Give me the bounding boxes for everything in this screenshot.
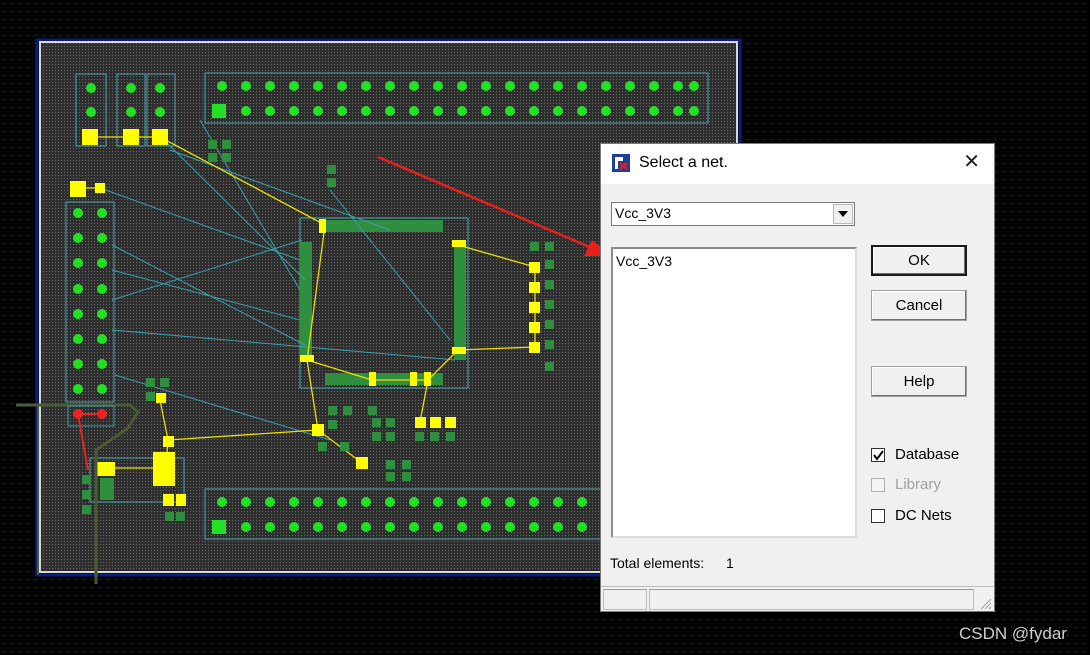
status-bar <box>601 586 994 612</box>
cancel-button[interactable]: Cancel <box>871 290 967 321</box>
status-cell-1 <box>603 589 647 610</box>
dialog-title: Select a net. <box>639 154 728 171</box>
protel-app-icon <box>612 154 630 172</box>
net-list[interactable]: Vcc_3V3 <box>611 247 857 538</box>
list-item[interactable]: Vcc_3V3 <box>616 253 673 269</box>
ic-body <box>300 220 466 385</box>
library-checkbox: Library <box>871 476 981 496</box>
dc-nets-checkbox-box[interactable] <box>871 509 885 523</box>
ok-button[interactable]: OK <box>871 245 967 276</box>
close-icon[interactable]: ✕ <box>963 151 980 173</box>
database-checkbox-box[interactable] <box>871 448 885 462</box>
watermark: CSDN @fydar <box>959 624 1067 643</box>
combo-dropdown-button[interactable] <box>833 204 853 224</box>
status-cell-2 <box>649 589 974 610</box>
dc-nets-checkbox[interactable]: DC Nets <box>871 507 981 527</box>
small-smd-pads <box>82 140 554 521</box>
yellow-pads <box>70 129 540 506</box>
help-button[interactable]: Help <box>871 366 967 397</box>
dialog-title-bar[interactable]: Select a net. ✕ <box>601 144 994 184</box>
total-elements-label: Total elements: <box>610 555 705 571</box>
dc-nets-checkbox-label: DC Nets <box>895 507 952 524</box>
component-outlines <box>65 72 709 540</box>
total-elements-value: 1 <box>726 555 734 571</box>
check-icon <box>873 450 884 461</box>
header-pads-bottom <box>212 497 587 534</box>
database-checkbox[interactable]: Database <box>871 446 981 466</box>
library-checkbox-box <box>871 478 885 492</box>
ratsnest-lines <box>99 119 456 441</box>
net-select-combo[interactable]: Vcc_3V3 <box>611 202 855 226</box>
outline-corner <box>16 403 140 584</box>
net-select-value: Vcc_3V3 <box>615 205 672 221</box>
library-checkbox-label: Library <box>895 476 941 493</box>
chevron-down-icon <box>838 211 848 217</box>
select-net-dialog: Select a net. ✕ Vcc_3V3 Vcc_3V3 OK Cance… <box>600 143 995 612</box>
database-checkbox-label: Database <box>895 446 960 463</box>
header-pads-top <box>86 81 699 118</box>
resize-grip-icon[interactable] <box>978 596 992 610</box>
header-pads-left <box>73 208 107 394</box>
